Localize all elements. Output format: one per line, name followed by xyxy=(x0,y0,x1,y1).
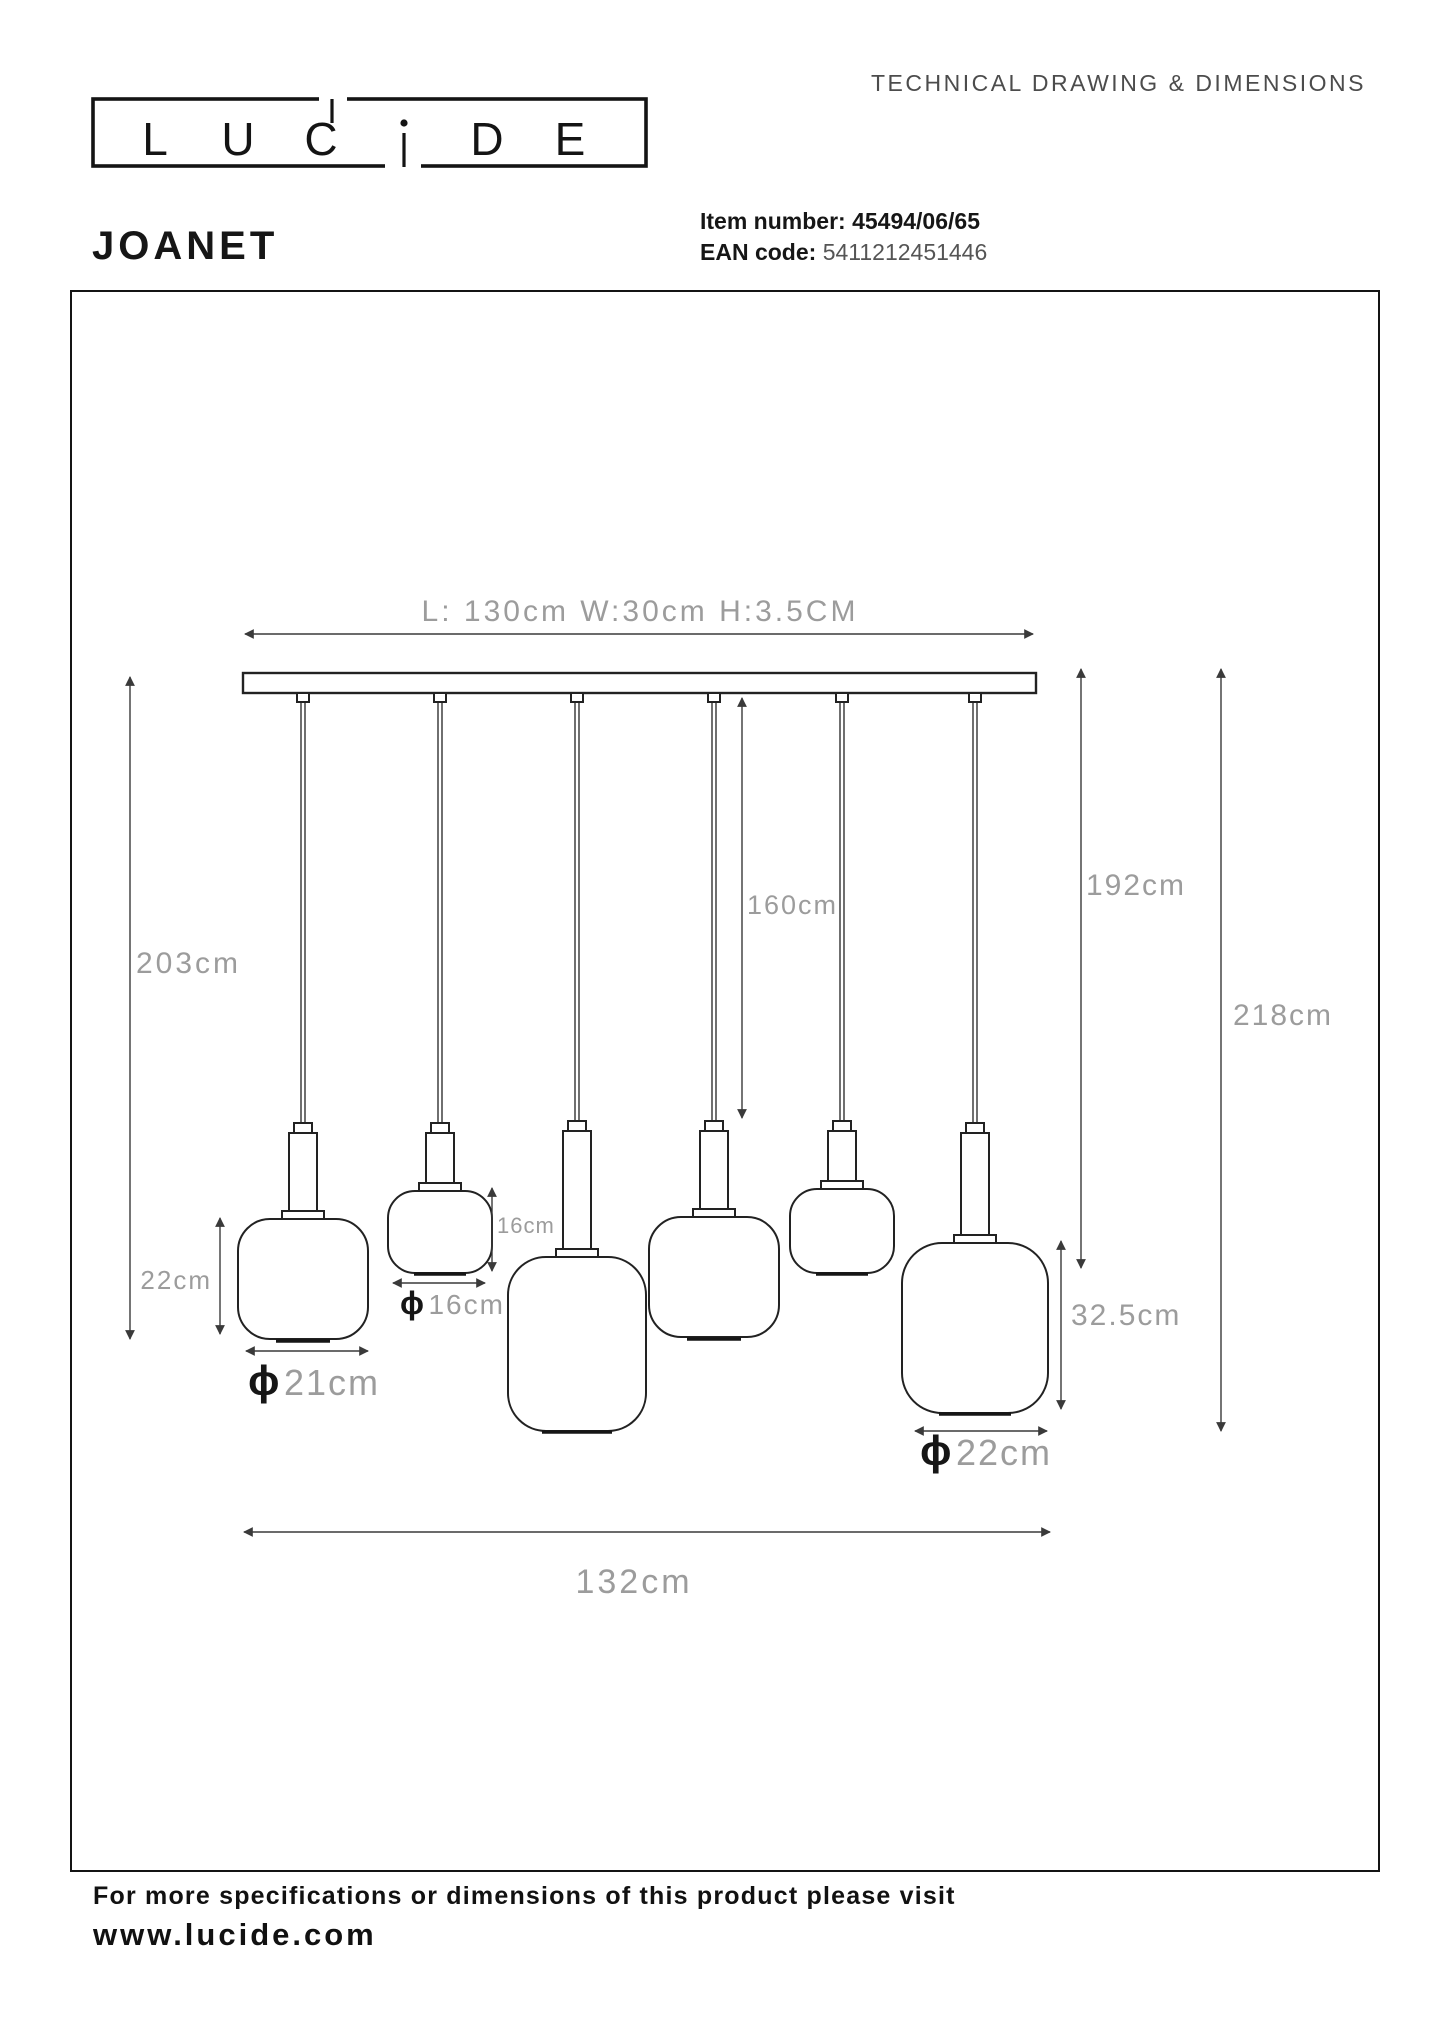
glass-shade-5 xyxy=(789,1188,895,1274)
logo-frame xyxy=(91,97,648,168)
item-number-value: 45494/06/65 xyxy=(852,208,980,234)
logo-letter-l: L xyxy=(142,113,168,165)
socket-tube xyxy=(562,1130,592,1250)
ean-code-value: 5411212451446 xyxy=(822,239,988,265)
shade-collar xyxy=(418,1182,462,1192)
glass-shade-3 xyxy=(507,1256,647,1432)
glass-shade-4 xyxy=(648,1216,780,1338)
drop-left-label: 203cm xyxy=(136,947,241,980)
product-name: JOANET xyxy=(92,224,279,268)
glass-shade-6 xyxy=(901,1242,1049,1414)
pendant-1 xyxy=(237,692,369,1343)
glass-shade-1 xyxy=(237,1218,369,1340)
pendant-3 xyxy=(507,692,647,1434)
shade6-height-label: 32.5cm xyxy=(1071,1299,1181,1332)
drop-large-shade-label: 218cm xyxy=(1233,999,1333,1032)
footer: For more specifications or dimensions of… xyxy=(93,1882,956,1953)
ean-code-label: EAN code: xyxy=(700,239,817,265)
pendant-4 xyxy=(648,692,780,1341)
logo-letter-c: C xyxy=(304,113,337,165)
socket-tube xyxy=(827,1130,857,1182)
lucide-logo: L U C D E xyxy=(91,97,648,171)
shade-collar xyxy=(953,1234,997,1244)
item-number-row: Item number: 45494/06/65 xyxy=(700,206,987,237)
shade2-diameter-label: ϕ 16cm xyxy=(400,1285,505,1321)
ceiling-canopy-bar xyxy=(241,671,1038,695)
logo-letter-e: E xyxy=(555,113,586,165)
shade6-diameter-label: ϕ 22cm xyxy=(920,1427,1052,1474)
cord-grip xyxy=(293,1122,313,1134)
document-title: TECHNICAL DRAWING & DIMENSIONS xyxy=(871,70,1366,96)
pendant-6 xyxy=(901,692,1049,1416)
footer-note: For more specifications or dimensions of… xyxy=(93,1882,956,1910)
shade2-height-label: 16cm xyxy=(497,1213,555,1238)
pendant-2 xyxy=(387,692,493,1276)
dimension-lines xyxy=(125,629,1226,1537)
logo-letter-d: D xyxy=(470,113,503,165)
cord-length-label: 160cm xyxy=(747,890,838,920)
socket-tube xyxy=(425,1132,455,1184)
drop-small-shade-label: 192cm xyxy=(1086,869,1186,902)
logo-i-dot xyxy=(400,119,408,127)
pendant-5 xyxy=(789,692,895,1276)
glass-shade-2 xyxy=(387,1190,493,1274)
item-number-label: Item number: xyxy=(700,208,846,234)
shade1-height-label: 22cm xyxy=(140,1265,212,1295)
cord-grip xyxy=(430,1122,450,1134)
cord-grip xyxy=(965,1122,985,1134)
shade-collar xyxy=(555,1248,599,1258)
drawing-frame: L: 130cm W:30cm H:3.5CM 203cm 22cm ϕ 21c… xyxy=(70,290,1380,1872)
shade1-diameter-label: ϕ 21cm xyxy=(248,1357,380,1404)
socket-tube xyxy=(288,1132,318,1212)
logo-letter-u: U xyxy=(221,113,254,165)
cord-grip xyxy=(567,1120,587,1132)
footer-website-link[interactable]: www.lucide.com xyxy=(93,1917,377,1952)
socket-tube xyxy=(960,1132,990,1236)
ean-code-row: EAN code: 5411212451446 xyxy=(700,237,987,268)
shade-collar xyxy=(820,1180,864,1190)
shade-collar xyxy=(281,1210,325,1220)
canopy-size-label: L: 130cm W:30cm H:3.5CM xyxy=(422,595,859,628)
shade-collar xyxy=(692,1208,736,1218)
total-width-label: 132cm xyxy=(575,1563,692,1601)
cord-grip xyxy=(704,1120,724,1132)
cord-grip xyxy=(832,1120,852,1132)
socket-tube xyxy=(699,1130,729,1210)
product-codes: Item number: 45494/06/65 EAN code: 54112… xyxy=(700,206,987,268)
pendant-technical-drawing: L: 130cm W:30cm H:3.5CM 203cm 22cm ϕ 21c… xyxy=(125,595,1333,1601)
